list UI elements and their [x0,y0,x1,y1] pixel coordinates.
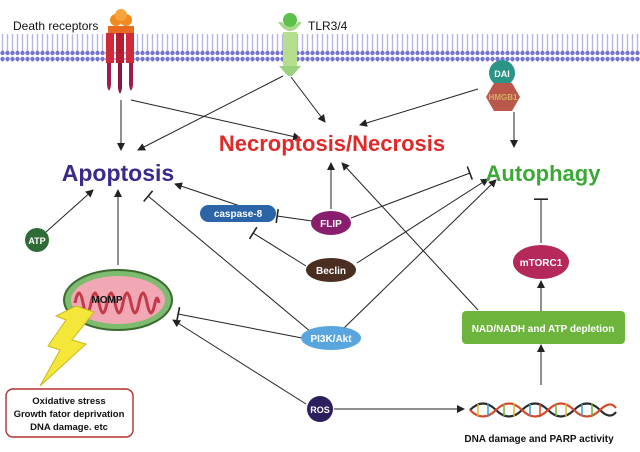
caspase8-node: caspase-8 [200,205,276,222]
ros-node: ROS [307,396,333,422]
cell-membrane [0,34,640,62]
tlr-label: TLR3/4 [308,19,348,33]
edge-pi3k-momp [176,307,303,339]
edge-pi3k-apoptosis [143,190,312,333]
edge-flip-caspase8 [275,208,313,224]
edge-tlr-apoptosis [137,75,284,151]
beclin-label: Beclin [316,266,346,277]
dna-helix-icon [469,402,617,418]
pi3k-label: PI3K/Akt [310,334,352,345]
mtorc1-label: mTORC1 [520,258,563,269]
edge-tlr-necroptosis [290,76,326,123]
edge-ros-momp [172,319,307,405]
stress-line-1: Oxidative stress [32,396,105,407]
death-receptor-icon [106,9,134,94]
apoptosis-label: Apoptosis [62,160,174,186]
edge-dr-necroptosis [130,99,301,141]
dna-damage-label: DNA damage and PARP activity [464,434,614,445]
caspase8-label: caspase-8 [214,209,263,220]
pathway-edges [45,75,548,413]
edge-beclin-caspase8 [248,226,307,267]
hmgb1-node: HMGB1 [486,83,520,111]
dai-label: DAI [494,69,510,79]
edge-casp8-apoptosis [174,182,244,208]
edge-nad-necroptosis [341,162,479,311]
hmgb1-label: HMGB1 [489,93,518,102]
edge-hmgb1-necroptosis [359,88,479,127]
mtorc1-node: mTORC1 [513,245,569,279]
edge-flip-autophagy [350,166,474,219]
dai-node: DAI [489,60,515,86]
momp-label: MOMP [91,295,122,306]
autophagy-label: Autophagy [486,161,602,186]
lightning-icon [39,305,95,387]
flip-label: FLIP [320,219,342,230]
edge-beclin-autophagy [356,178,489,264]
tlr-receptor-icon [278,13,302,76]
atp-node: ATP [25,228,49,252]
nad-depletion-node: NAD/NADH and ATP depletion [462,311,625,344]
stress-line-2: Growth fator deprivation [14,409,125,420]
flip-node: FLIP [311,211,351,235]
stress-line-3: DNA damage. etc [30,422,108,433]
pi3k-node: PI3K/Akt [301,326,361,350]
death-receptors-label: Death receptors [13,19,98,33]
nad-depletion-label: NAD/NADH and ATP depletion [472,324,615,335]
atp-label: ATP [28,236,45,246]
necroptosis-label: Necroptosis/Necrosis [219,131,445,156]
edge-atp-apoptosis [45,189,94,233]
stress-box: Oxidative stress Growth fator deprivatio… [5,388,134,438]
beclin-node: Beclin [306,258,356,282]
edge-pi3k-autophagy [343,179,497,329]
ros-label: ROS [310,405,330,415]
